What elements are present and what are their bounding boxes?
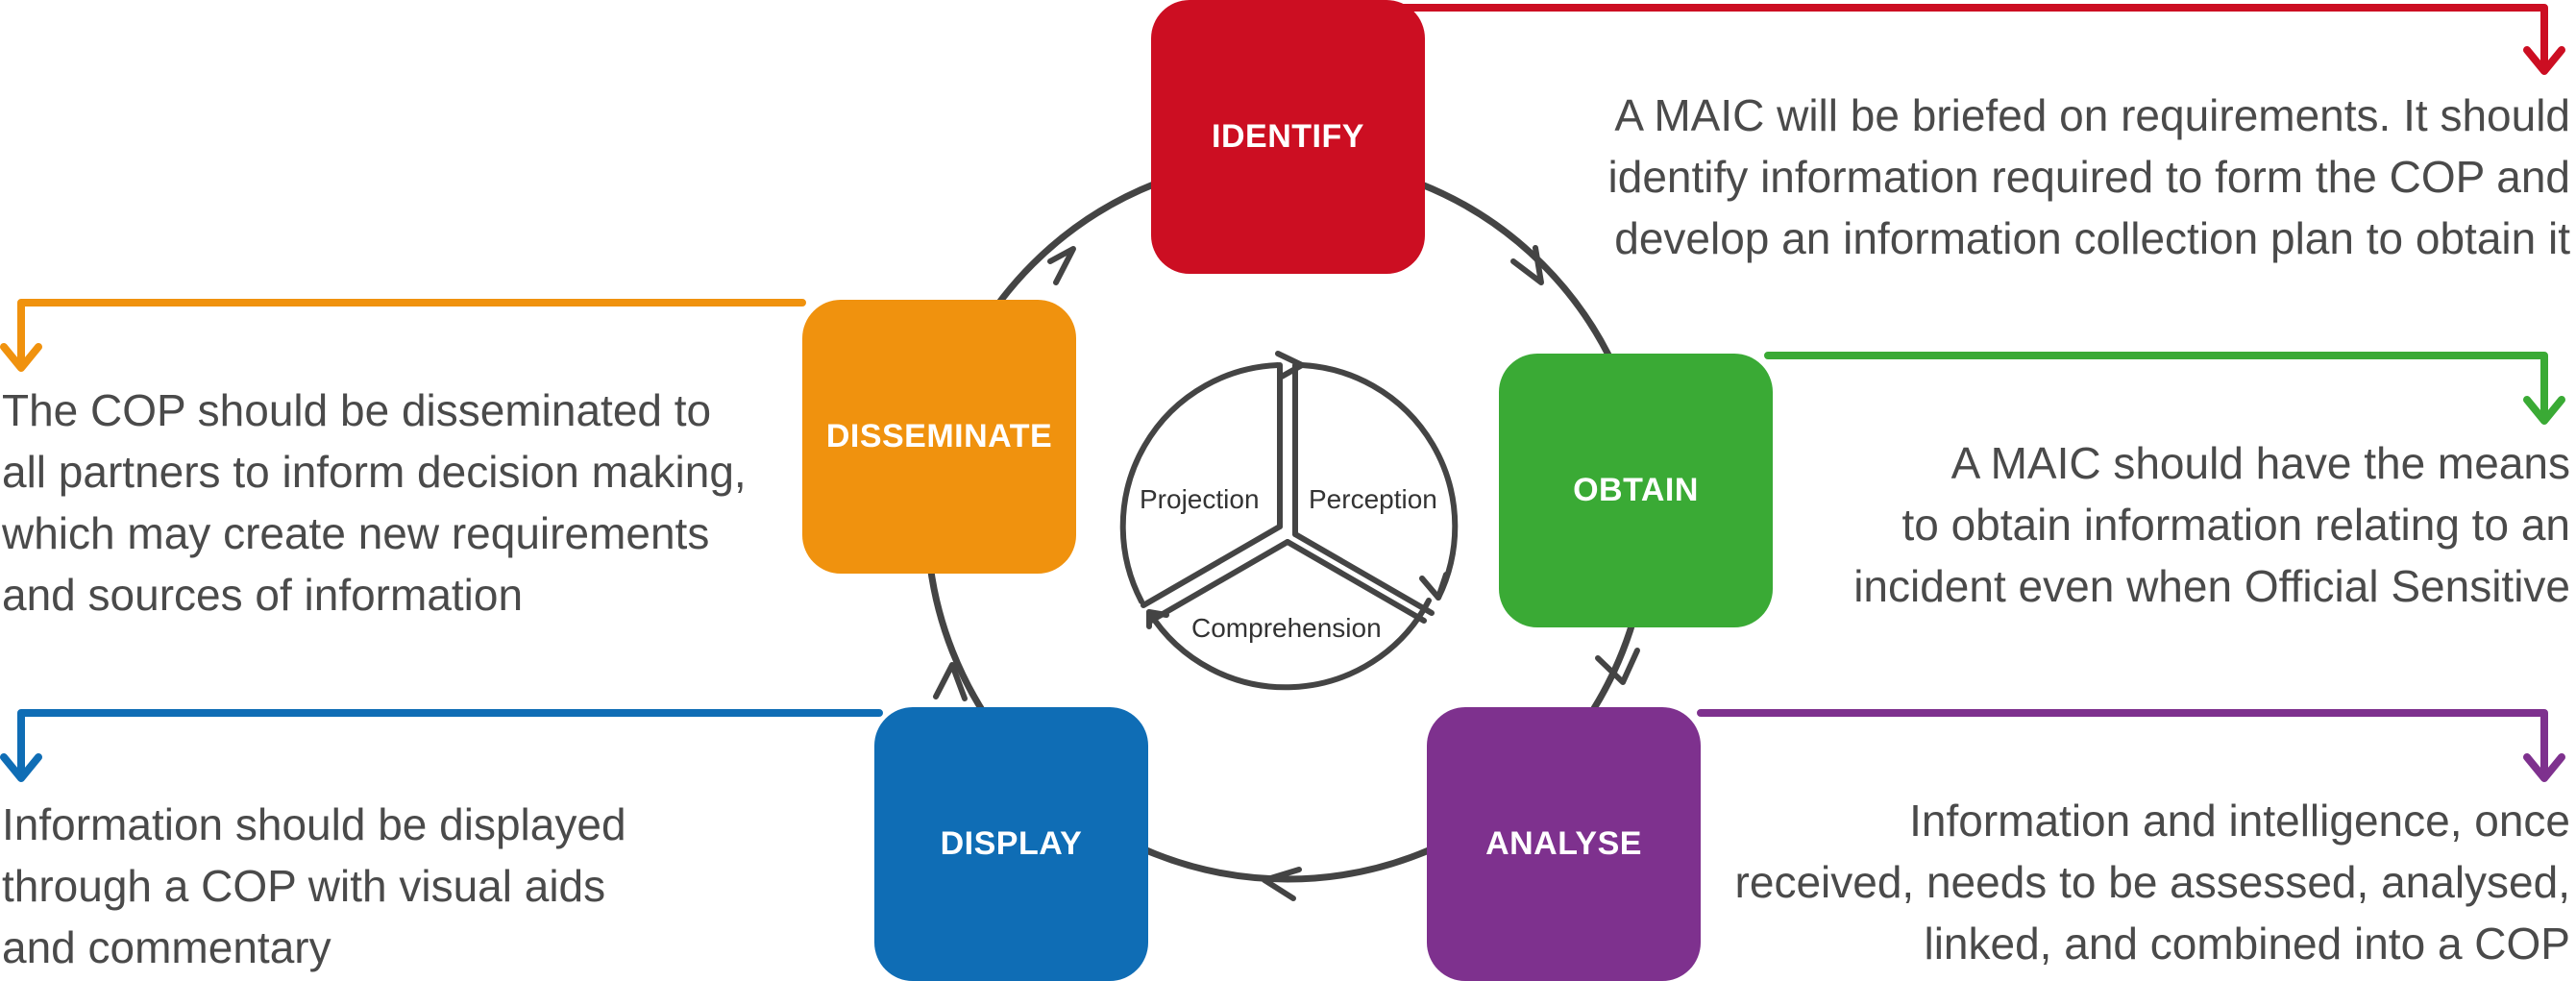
identify-description-line: A MAIC will be briefed on requirements. … <box>1614 90 2570 140</box>
obtain-label: OBTAIN <box>1573 472 1699 508</box>
analyse-box: ANALYSE <box>1427 707 1701 981</box>
identify-connector <box>1399 4 2548 69</box>
disseminate-connector <box>17 299 806 364</box>
analyse-description-line: linked, and combined into a COP <box>1924 919 2570 969</box>
arrow-obtain-to-analyse <box>1595 648 1640 685</box>
center-perception-label: Perception <box>1309 484 1437 514</box>
inner-arrowhead-top <box>1275 351 1305 380</box>
disseminate-description-line: which may create new requirements <box>2 508 710 558</box>
display-box: DISPLAY <box>874 707 1148 981</box>
display-connector <box>17 709 883 774</box>
obtain-connector-arrowhead <box>2523 396 2565 425</box>
obtain-description-line: incident even when Official Sensitive <box>1853 561 2570 611</box>
identify-description-line: identify information required to form th… <box>1607 152 2570 202</box>
obtain-connector <box>1764 352 2548 417</box>
connectors <box>0 4 2565 782</box>
inner-arrowhead-right <box>1419 572 1449 601</box>
disseminate-label: DISSEMINATE <box>825 418 1053 454</box>
disseminate-description-line: and sources of information <box>2 570 524 620</box>
arrow-identify-to-obtain <box>1510 245 1544 285</box>
disseminate-connector-arrowhead <box>0 343 42 372</box>
analyse-description-line: received, needs to be assessed, analysed… <box>1734 857 2570 907</box>
analyse-label: ANALYSE <box>1485 825 1642 862</box>
display-description-line: Information should be displayed <box>2 799 626 849</box>
display-connector-arrowhead <box>0 753 42 782</box>
analyse-description-line: Information and intelligence, once <box>1909 796 2570 846</box>
obtain-box: OBTAIN <box>1499 354 1773 627</box>
inner-cycle <box>1119 351 1459 691</box>
obtain-description: A MAIC should have the means to obtain i… <box>1853 432 2570 617</box>
identify-label: IDENTIFY <box>1212 118 1364 155</box>
center-projection-label: Projection <box>1140 484 1260 514</box>
analyse-description: Information and intelligence, once recei… <box>1735 790 2570 974</box>
analyse-connector-arrowhead <box>2523 753 2565 782</box>
display-label: DISPLAY <box>940 825 1083 862</box>
disseminate-description-line: all partners to inform decision making, <box>2 447 747 497</box>
disseminate-description-line: The COP should be disseminated to <box>2 385 712 435</box>
identify-description-line: develop an information collection plan t… <box>1614 213 2570 263</box>
obtain-description-line: to obtain information relating to an <box>1901 500 2570 550</box>
display-description-line: and commentary <box>2 922 331 972</box>
obtain-description-line: A MAIC should have the means <box>1950 438 2570 488</box>
identify-box: IDENTIFY <box>1151 0 1425 274</box>
cycle-arrowheads <box>933 245 1640 901</box>
identify-description: A MAIC will be briefed on requirements. … <box>1608 85 2570 269</box>
identify-connector-arrowhead <box>2523 46 2565 75</box>
arrow-disseminate-to-identify <box>1047 246 1076 285</box>
display-description-line: through a COP with visual aids <box>2 861 606 911</box>
analyse-connector <box>1697 709 2548 774</box>
arrow-analyse-to-display <box>1262 867 1302 901</box>
display-description: Information should be displayed through … <box>2 794 626 978</box>
disseminate-box: DISSEMINATE <box>802 300 1076 574</box>
disseminate-description: The COP should be disseminated to all pa… <box>2 380 747 625</box>
center-comprehension-label: Comprehension <box>1191 613 1382 643</box>
arrow-display-to-disseminate <box>933 662 968 701</box>
